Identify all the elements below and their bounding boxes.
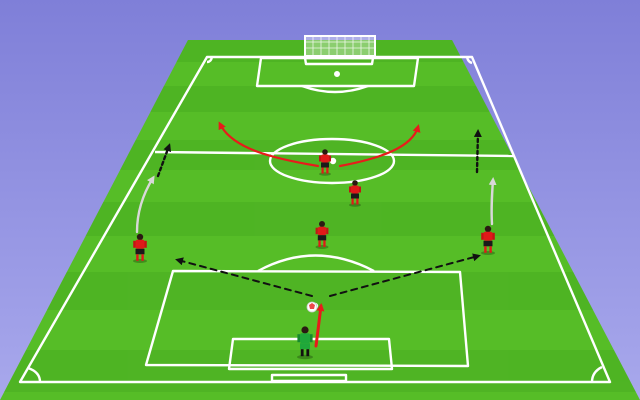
bottom-penalty-arc [257,254,375,273]
player-center-mid-low [315,221,329,249]
player-right-wide [481,225,495,255]
arrow-pass-to-left [175,257,313,297]
arrow-left-run-upfield [135,175,155,234]
bottom-goal-area [227,337,394,371]
arrow-forward-curve-right [338,124,421,168]
arrow-pass-to-right [329,253,481,297]
center-spot [329,157,337,165]
top-penalty-arc [301,84,369,94]
player-left-wide [133,233,147,263]
halfway-line [154,150,515,158]
top-right-corner-arc [465,56,473,65]
arrow-right-run-upfield [488,177,497,226]
arrow-keeper-throw [314,303,325,348]
ball [306,301,318,313]
player-goalkeeper [297,326,313,360]
arrow-left-run-to-halfway [156,143,172,178]
top-penalty-spot [334,70,341,77]
bottom-left-corner-arc [27,366,42,383]
player-center-forward [319,149,331,176]
bottom-goal-frame [270,373,348,383]
bottom-penalty-box [144,269,470,368]
arrow-right-run-to-halfway [473,129,482,174]
player-center-mid-high [349,180,361,207]
top-goal [304,35,376,57]
center-circle [268,137,396,185]
movement-arrows [135,121,497,348]
top-left-corner-arc [206,56,214,64]
arrow-forward-curve-left [218,121,320,168]
top-goal-area [303,56,375,66]
pitch-markings [18,55,612,384]
bottom-right-corner-arc [590,365,603,383]
